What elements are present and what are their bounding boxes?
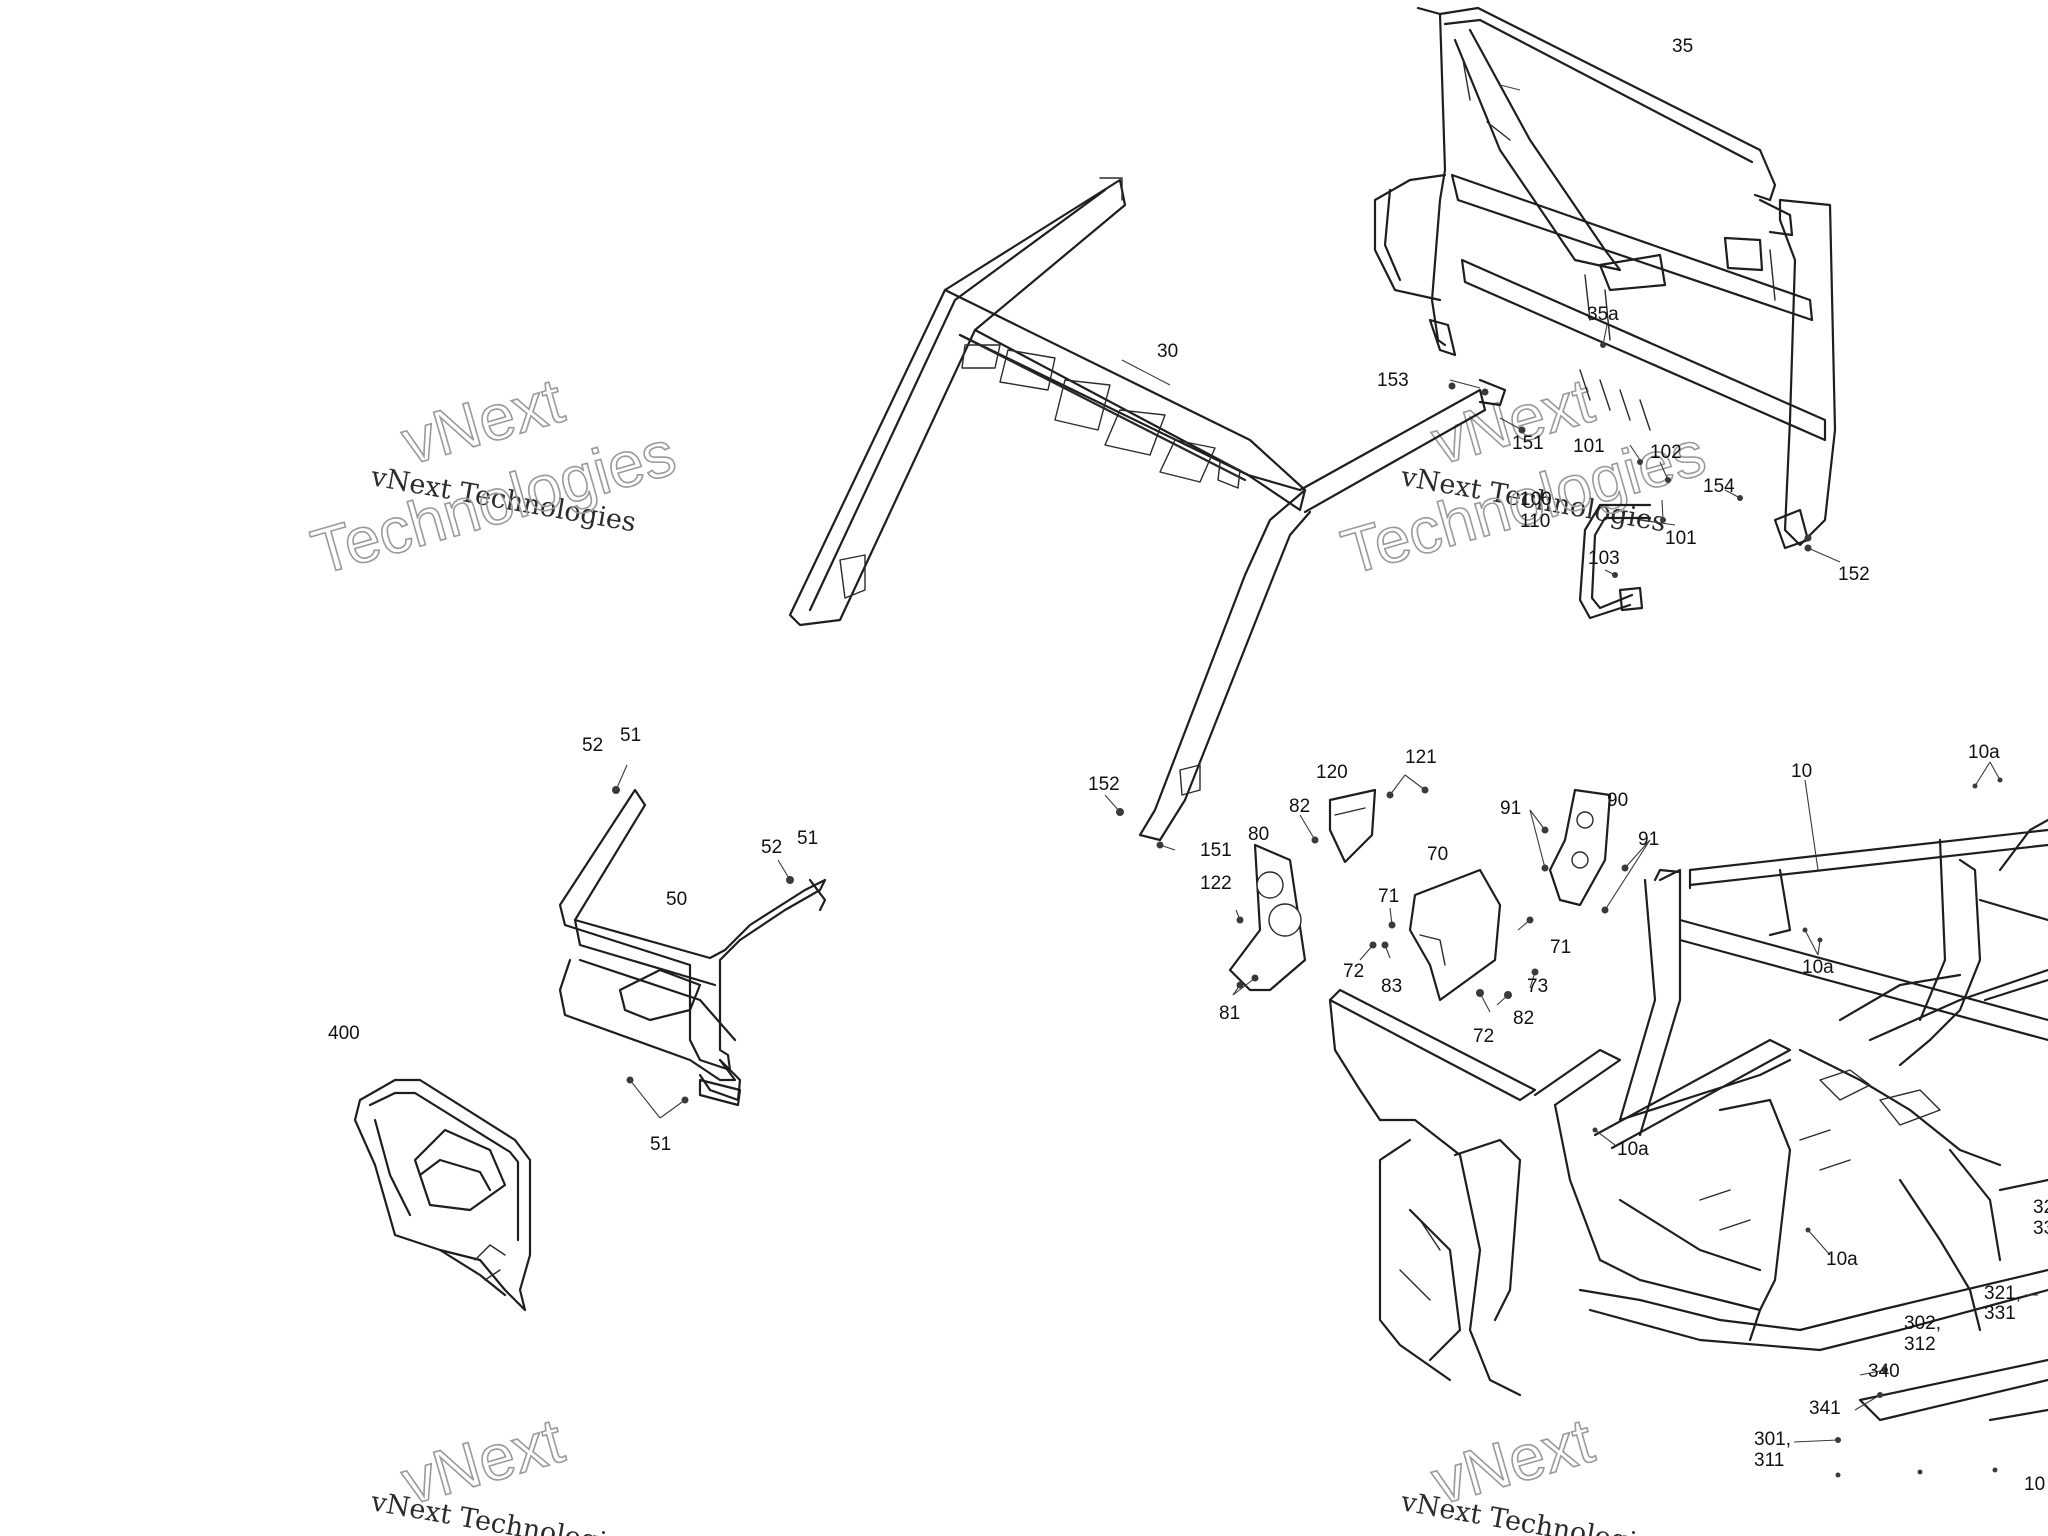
callout-81: 81 (1219, 1003, 1240, 1024)
callout-120: 120 (1316, 762, 1348, 783)
callout-10: 10 (1791, 761, 1812, 782)
callout-331: 331 (1984, 1303, 2016, 1324)
part-10-main-frame (1328, 818, 2048, 1422)
callout-83: 83 (1381, 976, 1402, 997)
callout-152-front: 152 (1088, 774, 1120, 795)
callout-151-front: 151 (1200, 840, 1232, 861)
callout-51-right: 51 (797, 828, 818, 849)
callout-340: 340 (1868, 1361, 1900, 1382)
callout-10a-mid: 10a (1802, 957, 1834, 978)
leader-lines (615, 84, 2038, 1443)
callout-82-upper: 82 (1289, 796, 1310, 817)
callout-71-right: 71 (1550, 937, 1571, 958)
callout-110: 110 (1520, 511, 1550, 532)
fastener-dots (612, 342, 2003, 1478)
part-90-bracket (1548, 788, 1612, 907)
part-120-bracket (1328, 788, 1377, 864)
callout-51-left: 51 (620, 725, 641, 746)
callout-51-bottom: 51 (650, 1134, 671, 1155)
callout-73: 73 (1527, 976, 1548, 997)
callout-311: 311 (1754, 1450, 1784, 1471)
callout-80: 80 (1248, 824, 1269, 845)
part-30-front-cage (788, 177, 1507, 842)
part-400-accessory-bumper (353, 1078, 532, 1312)
callout-121: 121 (1405, 747, 1437, 768)
callout-30: 30 (1157, 341, 1178, 362)
callout-10a-top: 10a (1968, 742, 2000, 763)
callout-10a-left: 10a (1617, 1139, 1649, 1160)
callout-32: 32 (2033, 1197, 2048, 1218)
callout-71-left: 71 (1378, 886, 1399, 907)
callout-10-bottom: 10 (2024, 1474, 2045, 1495)
callout-312: 312 (1904, 1334, 1936, 1355)
callout-90: 90 (1607, 790, 1628, 811)
callout-82-lower: 82 (1513, 1008, 1534, 1029)
part-70-cover (1408, 868, 1502, 1002)
callout-10a-lower: 10a (1826, 1249, 1858, 1270)
watermark-text: vNext Technologies (368, 1486, 639, 1536)
callout-labels: 35 35a 30 153 151 101 102 154 100 110 10… (328, 36, 2048, 1495)
part-50-front-bumper (558, 788, 827, 1107)
callout-33: 33 (2033, 1218, 2048, 1239)
callout-341: 341 (1809, 1398, 1841, 1419)
callout-91-right: 91 (1638, 829, 1659, 850)
callout-103: 103 (1588, 548, 1620, 569)
callout-72-upper: 72 (1343, 961, 1364, 982)
callout-152-rear: 152 (1838, 564, 1870, 585)
watermark-text: vNext Technologies (1398, 1486, 1669, 1536)
callout-101-lower: 101 (1665, 528, 1697, 549)
part-103-grab-handle (1578, 503, 1652, 620)
part-80-bracket (1228, 843, 1307, 992)
callout-122: 122 (1200, 873, 1232, 894)
callout-400: 400 (328, 1023, 360, 1044)
callout-35: 35 (1672, 36, 1693, 57)
callout-153: 153 (1377, 370, 1409, 391)
watermark-bottom-right: vNext vNext Technologies (1398, 1403, 1669, 1536)
part-35-rear-cage (1373, 6, 1837, 550)
callout-101-upper: 101 (1573, 436, 1605, 457)
callout-302: 302, (1904, 1313, 1941, 1334)
callout-91-left: 91 (1500, 798, 1521, 819)
callout-50: 50 (666, 889, 687, 910)
callout-52-right: 52 (761, 837, 782, 858)
callout-72-lower: 72 (1473, 1026, 1494, 1047)
callout-102: 102 (1650, 442, 1682, 463)
callout-321: 321, (1984, 1283, 2021, 1304)
callout-100: 100 (1520, 489, 1552, 510)
callout-151-rear: 151 (1512, 433, 1544, 454)
callout-52-left: 52 (582, 735, 603, 756)
callout-301: 301, (1754, 1429, 1791, 1450)
callout-154: 154 (1703, 476, 1735, 497)
watermark-bottom-left: vNext vNext Technologies (368, 1403, 639, 1536)
watermark-top-left: vNext vNext Technologies Technologies (303, 363, 684, 589)
callout-35a: 35a (1587, 304, 1619, 325)
callout-70: 70 (1427, 844, 1448, 865)
watermark-top-right: vNext vNext Technologies Technologies (1333, 363, 1714, 589)
